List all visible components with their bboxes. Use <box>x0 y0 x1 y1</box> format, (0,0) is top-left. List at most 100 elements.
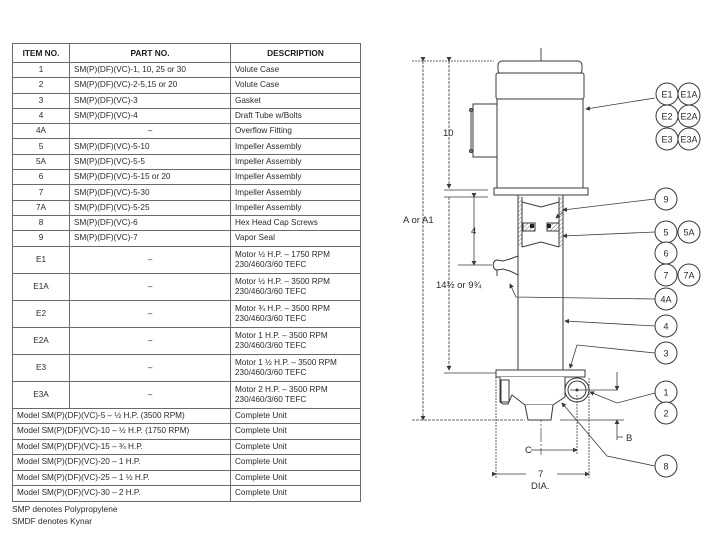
motor-spec-line: Motor ½ H.P. – 1750 RPM <box>235 249 330 259</box>
balloon-b6: 6 <box>654 241 678 265</box>
item-no-cell: E3A <box>12 380 70 409</box>
balloon-e2: E2 <box>655 104 679 128</box>
balloon-label: 1 <box>663 388 668 398</box>
table-row-model: Model SM(P)(DF)(VC)-20 – 1 H.P.Complete … <box>12 454 361 471</box>
description-cell: Complete Unit <box>230 485 361 502</box>
balloon-e1a: E1A <box>677 82 701 106</box>
motor-voltage-line: 230/460/3/60 TEFC <box>235 286 307 296</box>
motor-spec-line: Motor 1 ½ H.P. – 3500 RPM <box>235 357 337 367</box>
description-cell: Vapor Seal <box>230 230 361 247</box>
draft-tube <box>517 194 564 371</box>
balloon-b7: 7 <box>654 263 678 287</box>
part-no-cell: – <box>69 245 231 274</box>
dim-motor-height: 10 <box>443 128 454 139</box>
part-no-cell: – <box>69 326 231 355</box>
balloon-label: 5 <box>663 228 668 238</box>
balloon-label: 6 <box>663 249 668 259</box>
volute <box>495 369 590 421</box>
balloon-label: E3A <box>680 135 697 145</box>
balloon-b9: 9 <box>654 187 678 211</box>
balloon-label: 7 <box>663 271 668 281</box>
part-no-cell: – <box>69 299 231 328</box>
balloon-b3: 3 <box>654 341 678 365</box>
balloon-circle <box>654 314 678 338</box>
balloon-label: 9 <box>663 195 668 205</box>
balloon-b5a: 5A <box>677 220 701 244</box>
motor <box>469 48 589 196</box>
balloon-circle <box>654 263 678 287</box>
balloon-label: E2A <box>680 112 697 122</box>
item-no-cell: E1 <box>12 245 70 274</box>
notes: SMP denotes Polypropylene SMDF denotes K… <box>12 503 118 527</box>
motor-voltage-line: 230/460/3/60 TEFC <box>235 313 307 323</box>
balloon-circle <box>654 454 678 478</box>
balloon-b4: 4 <box>654 314 678 338</box>
item-no-cell: 9 <box>12 230 70 247</box>
note-polypropylene: SMP denotes Polypropylene <box>12 504 118 514</box>
balloon-circle <box>654 287 678 311</box>
balloon-circle <box>677 104 701 128</box>
motor-voltage-line: 230/460/3/60 TEFC <box>235 340 307 350</box>
table-row-model: Model SM(P)(DF)(VC)-30 – 2 H.P.Complete … <box>12 485 361 502</box>
balloon-label: 7A <box>683 271 694 281</box>
balloon-circle <box>677 220 701 244</box>
motor-voltage-line: 230/460/3/60 TEFC <box>235 367 307 377</box>
table-row: 4A–Overflow Fitting <box>12 123 361 140</box>
dimension-lines <box>412 57 624 478</box>
part-no-cell: – <box>69 380 231 409</box>
balloon-label: 4A <box>660 295 671 305</box>
balloon-label: 2 <box>663 409 668 419</box>
balloon-circle <box>677 263 701 287</box>
balloon-label: 8 <box>663 462 668 472</box>
balloon-label: E2 <box>661 112 672 122</box>
dim-overall: A or A1 <box>403 215 434 226</box>
balloon-b4a: 4A <box>654 287 678 311</box>
dim-b: B <box>626 433 632 444</box>
balloon-circle <box>654 187 678 211</box>
dim-seal-height: 4 <box>471 226 476 237</box>
balloon-circle <box>654 341 678 365</box>
balloon-circle <box>654 401 678 425</box>
balloon-e3a: E3A <box>677 127 701 151</box>
balloon-e2a: E2A <box>677 104 701 128</box>
dim-diameter: 7 <box>538 469 543 480</box>
item-no-cell: E2A <box>12 326 70 355</box>
motor-spec-line: Motor ¾ H.P. – 3500 RPM <box>235 303 330 313</box>
motor-spec-line: Motor 2 H.P. – 3500 RPM <box>235 384 328 394</box>
balloon-label: 5A <box>683 228 694 238</box>
part-no-cell: – <box>69 353 231 382</box>
note-kynar: SMDF denotes Kynar <box>12 516 93 526</box>
balloon-b8: 8 <box>654 454 678 478</box>
balloon-label: E1A <box>680 90 697 100</box>
balloon-label: E1 <box>661 90 672 100</box>
leader-lines <box>509 97 656 467</box>
balloon-circle <box>677 127 701 151</box>
dim-c: C <box>525 445 532 456</box>
motor-voltage-line: 230/460/3/60 TEFC <box>235 259 307 269</box>
motor-spec-line: Motor ½ H.P. – 3500 RPM <box>235 276 330 286</box>
balloon-b1: 1 <box>654 380 678 404</box>
part-no-cell: – <box>69 272 231 301</box>
balloon-b7a: 7A <box>677 263 701 287</box>
balloon-e3: E3 <box>655 127 679 151</box>
dim-tube-length: 14½ or 9¾ <box>436 280 482 291</box>
overflow-fitting <box>492 255 519 276</box>
dim-diameter-unit: DIA. <box>531 481 549 492</box>
table-row-model: Model SM(P)(DF)(VC)-15 – ¾ H.P.Complete … <box>12 438 361 456</box>
motor-spec-line: Motor 1 H.P. – 3500 RPM <box>235 330 328 340</box>
